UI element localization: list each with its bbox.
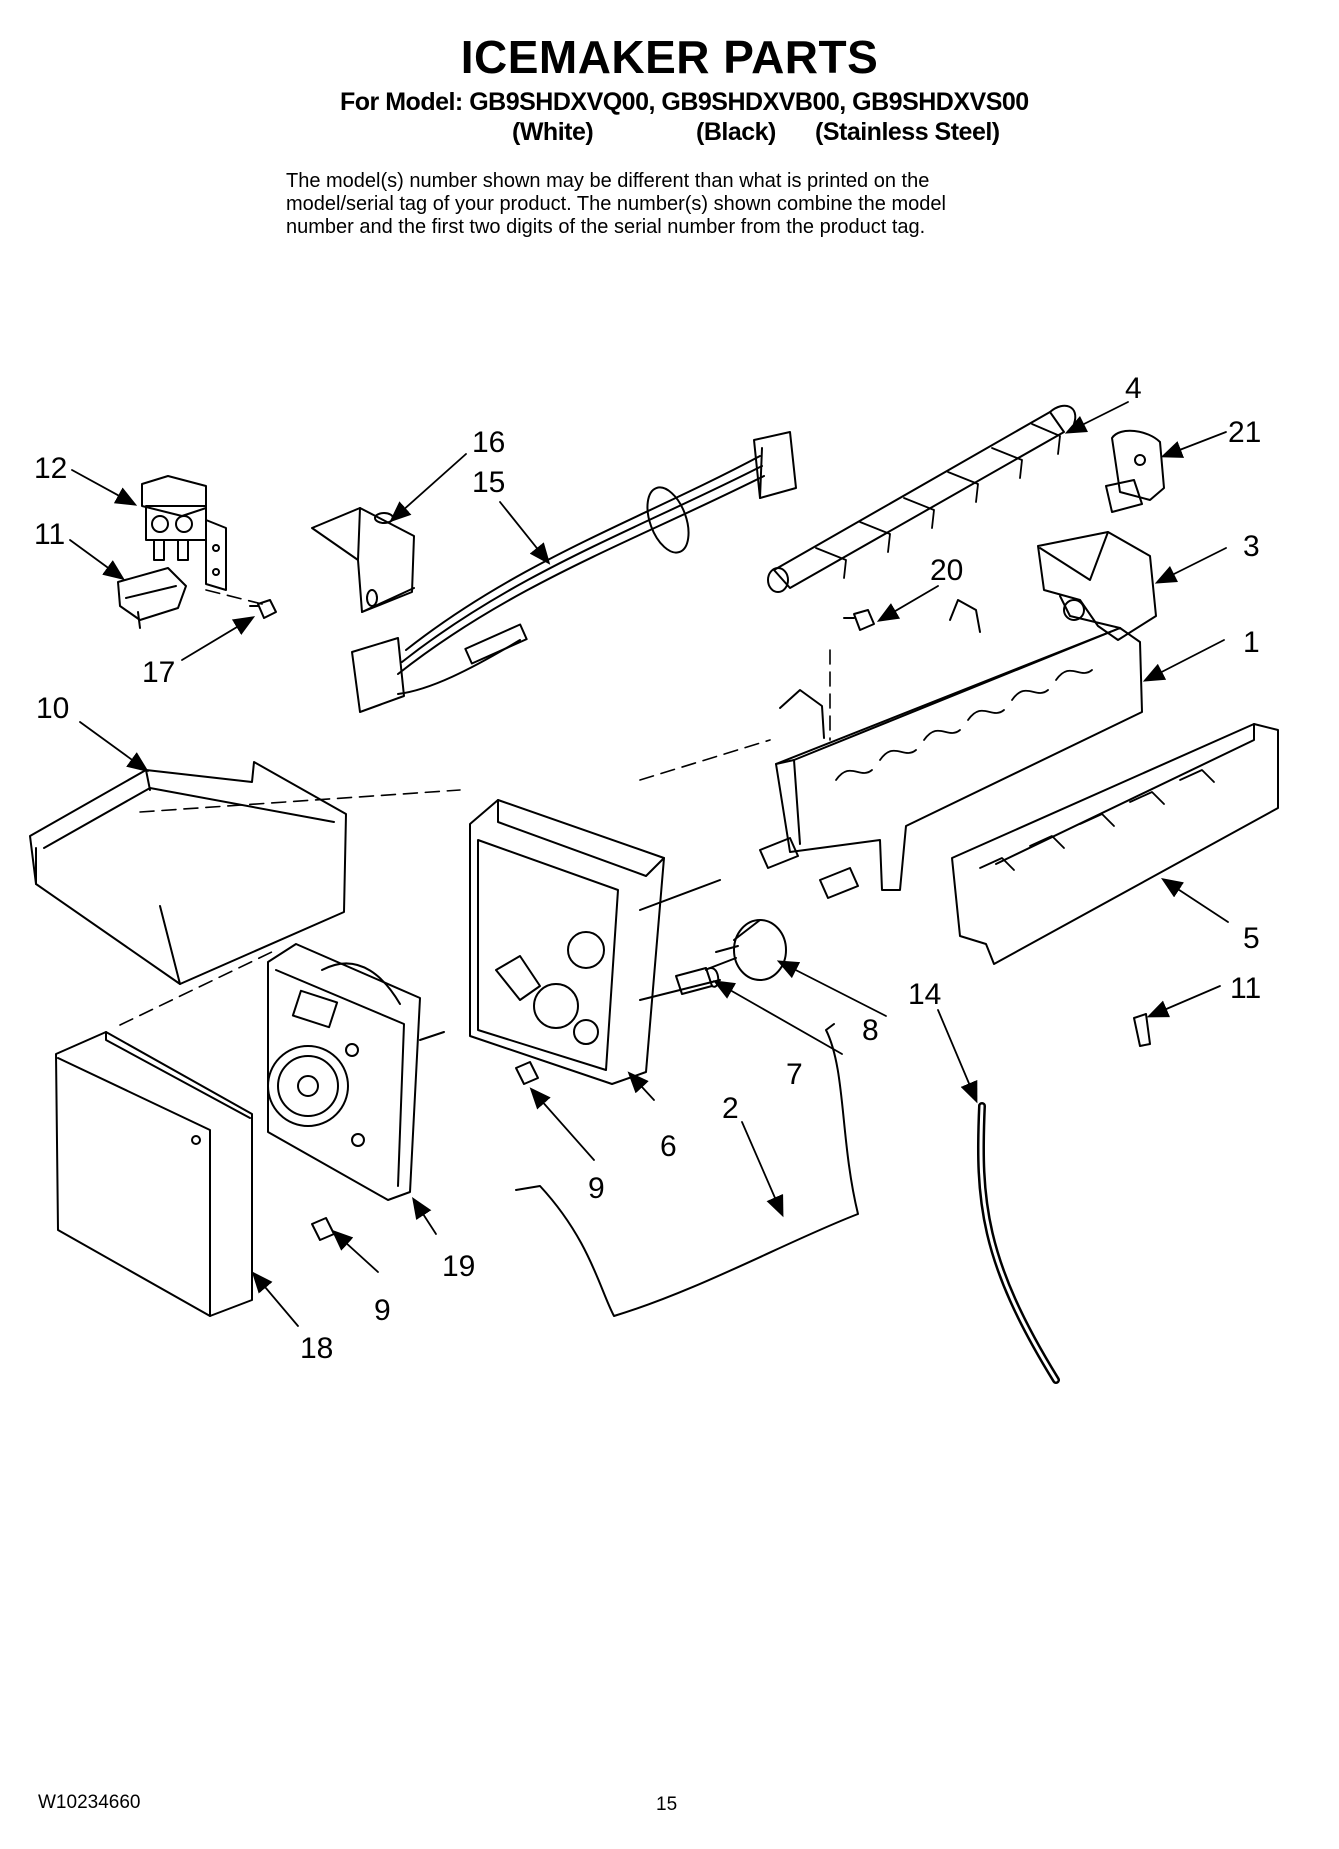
shutoff-arm-part — [1105, 429, 1165, 513]
plug-13-part — [1133, 1013, 1151, 1047]
notice-line: number and the first two digits of the s… — [286, 216, 926, 238]
callout-label: 16 — [472, 426, 505, 459]
callout-label: 15 — [472, 466, 505, 499]
callout-label: 5 — [1243, 922, 1260, 955]
callout-label: 7 — [786, 1058, 803, 1091]
callout-label: 10 — [36, 692, 69, 725]
document-number: W10234660 — [38, 1792, 141, 1813]
callout-label: 1 — [1243, 626, 1260, 659]
variant-white: (White) — [512, 118, 594, 146]
module-housing-part — [469, 799, 721, 1085]
front-cover-part — [55, 1031, 253, 1317]
thermostat-part — [709, 919, 787, 981]
callout-label: 11 — [34, 518, 65, 551]
ice-stripper-part — [951, 723, 1279, 965]
page-number: 15 — [656, 1794, 678, 1815]
assembly-guide-lines — [119, 589, 831, 1026]
model-numbers: For Model: GB9SHDXVQ00, GB9SHDXVB00, GB9… — [340, 88, 1029, 116]
callout-label: 2 — [722, 1092, 739, 1125]
fill-tube-part — [976, 1102, 1060, 1384]
valve-bracket-part — [117, 567, 187, 629]
callout-label: 8 — [862, 1014, 879, 1047]
screw-20-part — [843, 609, 875, 631]
callout-label: 20 — [930, 554, 963, 587]
callout-label: 18 — [300, 1332, 333, 1365]
notice-line: model/serial tag of your product. The nu… — [286, 193, 946, 215]
water-valve-part — [141, 475, 227, 591]
callout-label: 19 — [442, 1250, 475, 1283]
callout-label: 9 — [374, 1294, 391, 1327]
callout-label: 4 — [1125, 372, 1142, 405]
callout-label: 17 — [142, 656, 175, 689]
callout-label: 14 — [908, 978, 941, 1011]
ice-mold-part — [775, 595, 1143, 891]
motor-plate-part — [267, 943, 445, 1201]
callout-label: 21 — [1228, 416, 1261, 449]
page-title: ICEMAKER PARTS — [460, 31, 879, 83]
harness-bracket-part — [311, 507, 415, 613]
connector-pins-part — [759, 837, 859, 899]
callout-label: 12 — [34, 452, 67, 485]
ice-bin-part — [29, 761, 347, 985]
leader-lines — [69, 401, 1229, 1327]
callout-label: 6 — [660, 1130, 677, 1163]
ejector-blade-part — [767, 404, 1077, 593]
variant-black: (Black) — [696, 118, 776, 146]
callout-labels: 4 21 3 1 5 11 14 8 7 2 6 9 19 9 18 10 11… — [34, 372, 1261, 1365]
screw-9-part — [311, 1061, 539, 1241]
wire-harness-part — [351, 431, 797, 713]
notice-line: The model(s) number shown may be differe… — [286, 170, 930, 192]
variant-stainless: (Stainless Steel) — [815, 118, 1000, 146]
callout-label: 11 — [1230, 972, 1261, 1005]
screw-17-part — [249, 599, 277, 619]
mold-cover-part — [1037, 531, 1157, 641]
shutoff-wire-part — [515, 1023, 859, 1317]
callout-label: 3 — [1243, 530, 1260, 563]
callout-label: 9 — [588, 1172, 605, 1205]
model-notice: The model(s) number shown may be differe… — [286, 170, 1086, 239]
